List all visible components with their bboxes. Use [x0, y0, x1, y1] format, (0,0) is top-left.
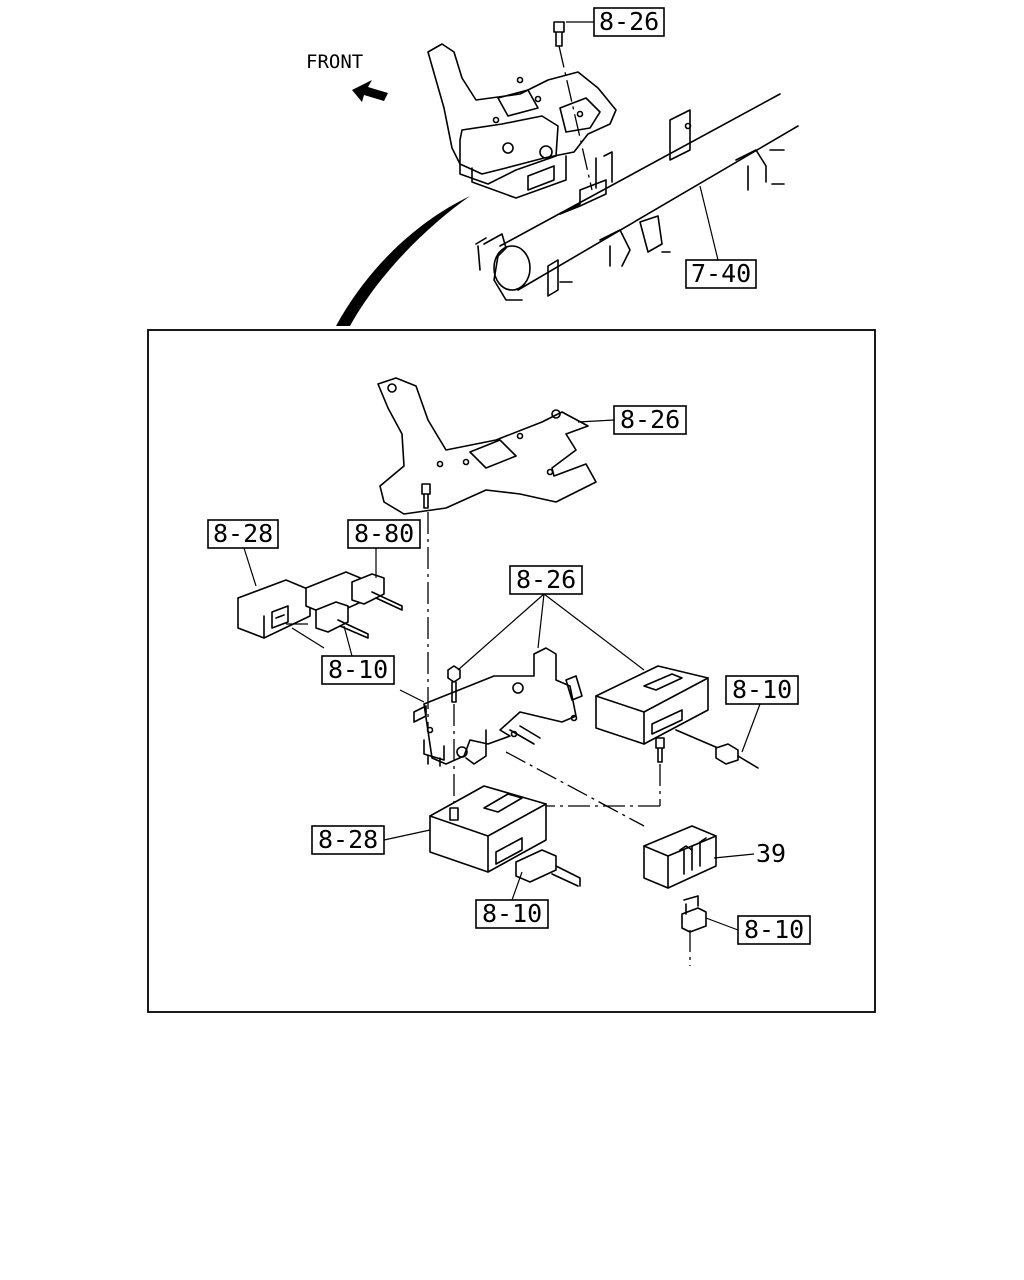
callout-label-upper-bracket: 8-26	[620, 405, 680, 434]
top-bolt	[553, 21, 594, 191]
zoom-indicator-arrow	[336, 196, 470, 326]
callout-relay-connector: 8-10	[705, 915, 811, 945]
cross-beam	[475, 93, 799, 301]
callout-upper-bracket: 8-26	[577, 405, 687, 435]
callout-cross-beam: 7-40	[685, 185, 757, 289]
callout-label-center-bracket: 8-26	[516, 565, 576, 594]
arrow-left-icon	[352, 80, 388, 102]
relay-connector	[681, 895, 707, 966]
callout-center-bracket: 8-26	[457, 565, 645, 671]
front-orientation: FRONT	[306, 51, 388, 102]
callout-label-left-connector-b: 8-10	[328, 655, 388, 684]
center-bracket	[399, 647, 645, 827]
callout-left-connector-b: 8-10	[321, 625, 395, 685]
right-control-module	[526, 665, 759, 807]
callout-left-module: 8-28	[207, 519, 279, 587]
callout-label-relay-connector: 8-10	[744, 915, 804, 944]
callout-label-right-module-connector: 8-10	[732, 675, 792, 704]
callout-label-lower-module-connector: 8-10	[482, 899, 542, 928]
callout-top-bolt: 8-26	[593, 7, 665, 37]
callout-label-cross-beam: 7-40	[691, 259, 751, 288]
callout-lower-module-connector: 8-10	[475, 871, 549, 929]
detail-frame	[147, 329, 876, 1013]
lower-control-module	[429, 785, 581, 887]
relay	[643, 825, 717, 889]
front-label: FRONT	[306, 51, 363, 73]
callout-label-left-connector-a: 8-80	[354, 519, 414, 548]
callout-right-module-connector: 8-10	[725, 675, 799, 753]
callout-left-connector-a: 8-80	[347, 519, 421, 578]
left-module-group	[237, 571, 403, 649]
callout-label-top-bolt: 8-26	[599, 7, 659, 36]
callout-label-lower-module: 8-28	[318, 825, 378, 854]
callout-label-relay: 39	[756, 839, 786, 868]
assembled-bracket	[427, 43, 617, 199]
callout-label-left-module: 8-28	[213, 519, 273, 548]
callout-relay: 39	[713, 839, 786, 868]
upper-bracket	[377, 377, 597, 728]
callout-lower-module: 8-28	[311, 825, 431, 855]
